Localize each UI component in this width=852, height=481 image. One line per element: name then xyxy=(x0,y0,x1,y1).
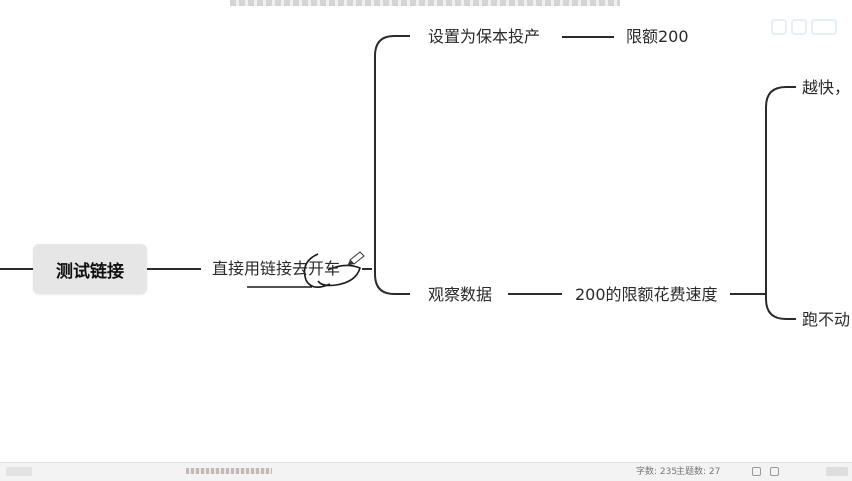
root-topic[interactable]: 测试链接 xyxy=(33,244,147,294)
topic-branch-top[interactable]: 设置为保本投产 xyxy=(428,27,541,46)
watermark-logo xyxy=(770,14,840,42)
pencil-cursor-icon xyxy=(347,251,365,266)
fullscreen-icon[interactable] xyxy=(770,467,779,476)
topic-count: 主题数: 27 xyxy=(676,467,721,477)
top-toolbar-strip xyxy=(230,0,620,6)
topic-branch-bottom[interactable]: 观察数据 xyxy=(428,285,493,304)
topic-leaf-stuck[interactable]: 跑不动 xyxy=(802,310,851,329)
word-count: 字数: 235 xyxy=(636,467,678,477)
topic-branch-top-leaf[interactable]: 限额200 xyxy=(626,27,689,46)
connector-child-fork xyxy=(730,86,796,320)
status-bar: 字数: 235 主题数: 27 xyxy=(0,462,852,481)
topic-level1[interactable]: 直接用链接去开车 xyxy=(212,259,341,278)
layout-icon[interactable] xyxy=(752,467,761,476)
topic-branch-bottom-child[interactable]: 200的限额花费速度 xyxy=(575,285,718,304)
annotation-scribble xyxy=(247,253,361,288)
status-mid-indicator xyxy=(186,468,272,474)
zoom-control[interactable] xyxy=(826,467,848,476)
status-left-control[interactable] xyxy=(6,467,32,476)
connector-level1-fork xyxy=(362,35,410,295)
topic-leaf-fast[interactable]: 越快， xyxy=(802,78,851,97)
